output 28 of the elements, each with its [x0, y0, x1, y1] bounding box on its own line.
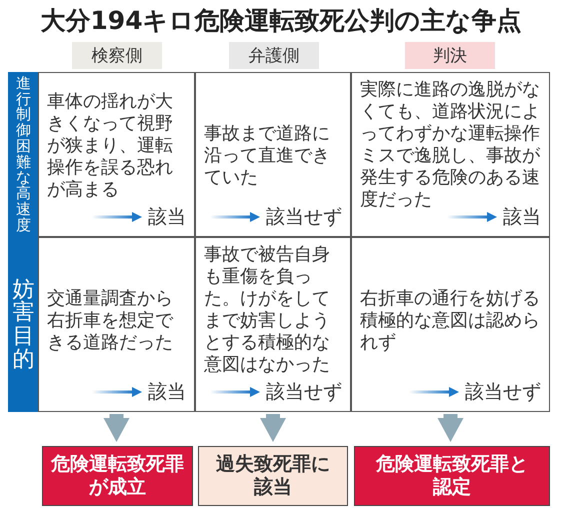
verdict-text: 該当せず — [266, 380, 342, 405]
block-arrow — [104, 414, 130, 442]
table-cell — [38, 237, 195, 412]
result-box: 危険運転致死罪が成立 — [42, 446, 193, 506]
block-arrow — [438, 414, 464, 442]
title: 大分194キロ危険運転致死公判の主な争点 — [39, 5, 523, 37]
table-cell — [351, 237, 550, 412]
result-box: 過失致死罪に該当 — [198, 446, 348, 506]
cell-text: 車体の揺れが大きくなって視野が狭まり、運転操作を誤る恐れが高まる — [47, 91, 174, 201]
verdict-text: 該当せず — [465, 380, 541, 405]
column-header: 判決 — [405, 42, 495, 69]
cell-text: 交通量調査から右折車を想定できる道路だった — [47, 288, 174, 354]
table-cell — [195, 72, 351, 237]
table-cell — [351, 72, 550, 237]
verdict-text: 該当せず — [266, 205, 342, 230]
result-box: 危険運転致死罪と認定 — [354, 446, 550, 506]
column-header: 弁護側 — [229, 42, 319, 69]
verdict-text: 該当 — [148, 205, 186, 230]
cell-text: 事故まで道路に沿って直進できていた — [204, 123, 331, 189]
table-cell — [195, 237, 351, 412]
verdict-text: 該当 — [148, 380, 186, 405]
column-header: 検察側 — [72, 42, 162, 69]
block-arrow — [260, 414, 286, 442]
cell-text: 事故で被告自身も重傷を負った。けがをしてまで妨害しようとする積極的な意図はなかった — [204, 244, 331, 376]
row-header: 妨害目的 — [8, 237, 39, 412]
table-cell — [38, 72, 195, 237]
row-header: 進行制御困難な高速度 — [8, 72, 39, 237]
cell-text: 右折車の通行を妨げる積極的な意図は認められず — [360, 288, 541, 354]
